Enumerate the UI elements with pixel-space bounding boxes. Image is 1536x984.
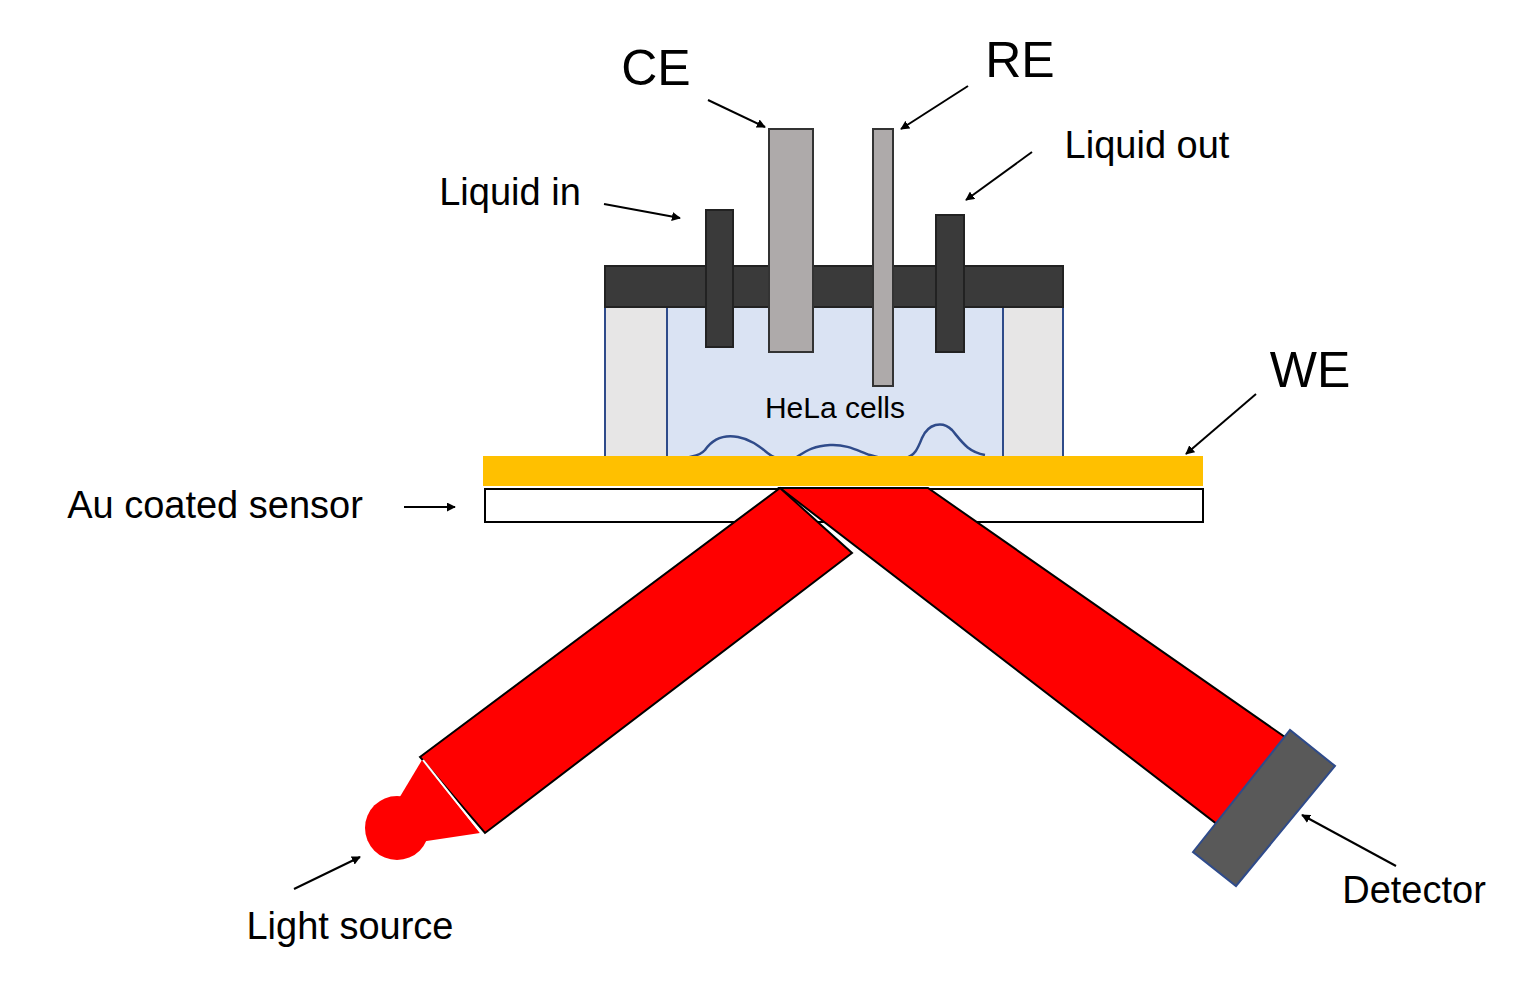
counter-electrode — [769, 129, 813, 352]
detector-symbol — [1193, 730, 1335, 886]
leader-line — [404, 506, 455, 508]
part-label: Detector — [1342, 870, 1486, 912]
cell-outline — [905, 424, 985, 458]
leader-line — [901, 86, 968, 129]
reference-electrode — [873, 129, 893, 386]
cell-lid — [605, 266, 1063, 307]
port-label: Liquid out — [1065, 125, 1230, 167]
leader-lines — [294, 86, 1396, 889]
port-label: Liquid in — [439, 172, 581, 214]
liquid-chamber — [605, 307, 1063, 460]
part-label: Au coated sensor — [67, 485, 363, 527]
leader-line — [1302, 815, 1396, 866]
part-label: Light source — [246, 906, 453, 948]
inlet-tube — [706, 210, 733, 347]
light-source-edge — [423, 760, 482, 834]
leader-line — [604, 204, 680, 218]
cell-chamber: HeLa cells — [667, 391, 1003, 424]
chamber-wall — [1003, 307, 1063, 458]
cell-label: HeLa cells — [667, 391, 1003, 424]
hela-cells — [682, 424, 985, 460]
light-source-bulb — [365, 796, 429, 860]
leader-line — [708, 100, 765, 127]
gold-working-electrode — [483, 456, 1203, 486]
incident-beam — [420, 488, 852, 833]
electrode-label: RE — [985, 33, 1054, 88]
leader-line — [966, 152, 1032, 200]
leader-line — [1186, 394, 1256, 454]
leader-line — [294, 857, 360, 889]
electrode-label: CE — [621, 41, 690, 96]
electrode-label: WE — [1270, 343, 1351, 398]
reflected-beam — [780, 488, 1292, 828]
chamber-wall — [605, 307, 667, 461]
outlet-tube — [936, 215, 964, 352]
